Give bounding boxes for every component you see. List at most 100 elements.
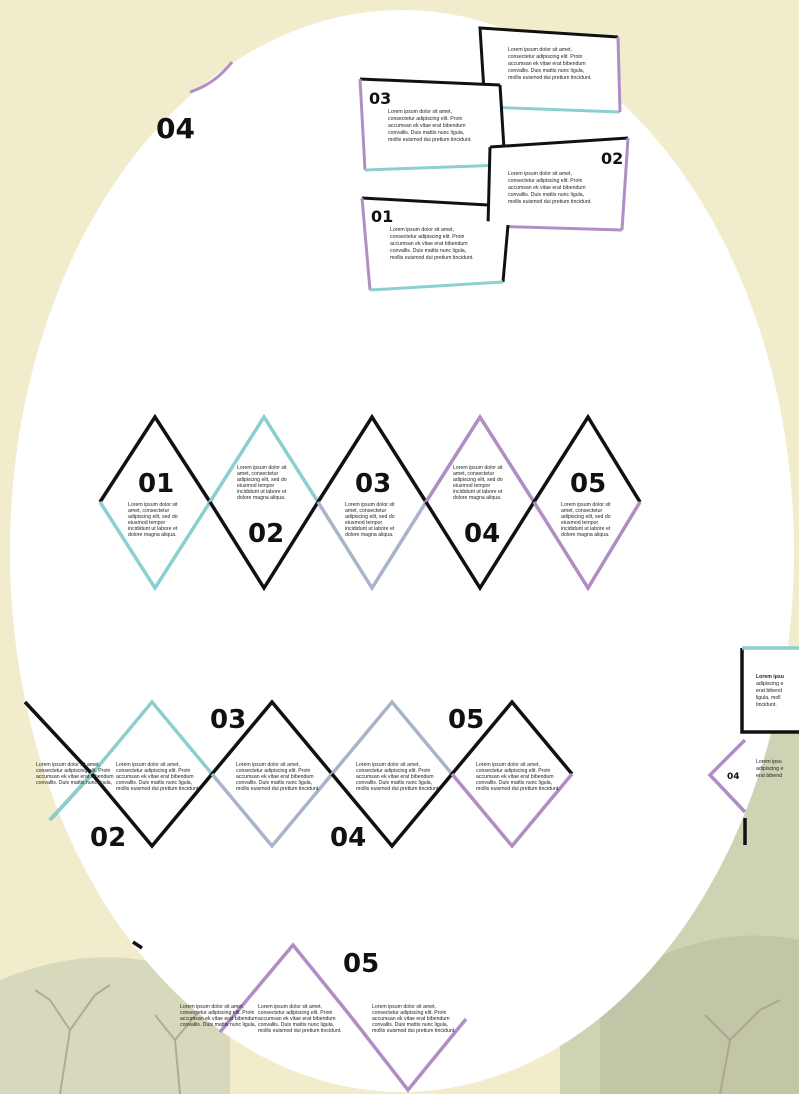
svg-text:Lorem ipsum dolor sit amet,: Lorem ipsum dolor sit amet,	[36, 762, 100, 768]
svg-text:convallis. Duis mattis nunc li: convallis. Duis mattis nunc ligula,	[356, 780, 432, 786]
svg-text:amet, consectetur: amet, consectetur	[453, 471, 495, 477]
row1-label-02: 02	[248, 519, 284, 549]
svg-text:consectetur adipiscing elit. P: consectetur adipiscing elit. Proin	[388, 116, 463, 122]
svg-text:incididunt ut labore et: incididunt ut labore et	[237, 489, 287, 495]
svg-text:consectetur adipiscing elit. P: consectetur adipiscing elit. Proin	[116, 768, 191, 774]
svg-text:04: 04	[727, 772, 740, 782]
svg-text:erat bibend: erat bibend	[756, 773, 782, 779]
row1-label-03: 03	[355, 469, 391, 499]
svg-text:accumsan ek vitae erat bibendu: accumsan ek vitae erat bibendum	[236, 774, 314, 780]
row1-texts: Lorem ipsum dolor sit amet, consectetur …	[128, 465, 611, 538]
oval-frame	[10, 10, 794, 1092]
svg-text:convallis. Duis mattis nunc li: convallis. Duis mattis nunc ligula,	[476, 780, 552, 786]
row1-label-05: 05	[570, 469, 606, 499]
card-01: 01 Lorem ipsum dolor sit amet, consectet…	[360, 196, 510, 292]
bottom-label-05: 05	[343, 949, 379, 979]
svg-text:mollis euismod dui pretium tin: mollis euismod dui pretium tincidunt.	[388, 137, 472, 143]
svg-text:incididunt ut labore et: incididunt ut labore et	[561, 526, 611, 532]
svg-text:accumsan ek vitae erat bibendu: accumsan ek vitae erat bibendum	[476, 774, 554, 780]
svg-text:Lorem ipsum dolor sit amet,: Lorem ipsum dolor sit amet,	[236, 762, 300, 768]
svg-text:adipiscing elit, sed do: adipiscing elit, sed do	[128, 514, 178, 520]
svg-text:incididunt ut labore et: incididunt ut labore et	[345, 526, 395, 532]
right-partial-graphic: Lorem ipsu adipiscing e erat bibend ligu…	[707, 646, 799, 845]
row1-label-01: 01	[138, 469, 174, 499]
svg-text:amet, consectetur: amet, consectetur	[345, 508, 387, 514]
svg-text:adipiscing elit, sed do: adipiscing elit, sed do	[453, 477, 503, 483]
bottom-partial	[132, 940, 468, 1093]
svg-text:accumsan ek vitae erat bibendu: accumsan ek vitae erat bibendum	[508, 61, 586, 67]
svg-text:convallis. Duis mattis nunc li: convallis. Duis mattis nunc ligula,	[508, 68, 584, 74]
svg-text:consectetur adipiscing elit. P: consectetur adipiscing elit. Proin	[180, 1010, 255, 1016]
svg-text:accumsan ek vitae erat bibendu: accumsan ek vitae erat bibendum	[36, 774, 114, 780]
svg-text:Lorem ipsum dolor sit amet,: Lorem ipsum dolor sit amet,	[116, 762, 180, 768]
svg-text:consectetur adipiscing elit. P: consectetur adipiscing elit. Proin	[356, 768, 431, 774]
svg-text:adipiscing elit, sed do: adipiscing elit, sed do	[237, 477, 287, 483]
svg-text:convallis. Duis mattis nunc li: convallis. Duis mattis nunc ligula,	[258, 1022, 334, 1028]
svg-text:convallis. Duis mattis nunc li: convallis. Duis mattis nunc ligula,	[388, 130, 464, 136]
svg-text:mollis euismod dui pretium tin: mollis euismod dui pretium tincidunt.	[356, 786, 440, 792]
svg-text:accumsan ek vitae erat bibendu: accumsan ek vitae erat bibendum	[388, 123, 466, 129]
svg-text:Lorem ipsum dolor sit amet,: Lorem ipsum dolor sit amet,	[476, 762, 540, 768]
svg-text:dolore magna aliqua.: dolore magna aliqua.	[128, 532, 176, 538]
partial-arc	[189, 61, 234, 94]
svg-text:Lorem ipsum dolor sit amet,: Lorem ipsum dolor sit amet,	[508, 171, 572, 177]
svg-text:Lorem ipsum dolor sit: Lorem ipsum dolor sit	[453, 465, 503, 471]
svg-text:mollis euismod dui pretium tin: mollis euismod dui pretium tincidunt.	[236, 786, 320, 792]
svg-text:Lorem ipsu: Lorem ipsu	[756, 674, 784, 680]
svg-text:convallis. Duis mattis nunc li: convallis. Duis mattis nunc ligula,	[116, 780, 192, 786]
svg-text:convallis. Duis mattis nunc li: convallis. Duis mattis nunc ligula,	[236, 780, 312, 786]
bottom-texts: Lorem ipsum dolor sit amet, consectetur …	[180, 1004, 456, 1034]
svg-text:consectetur adipiscing elit. P: consectetur adipiscing elit. Proin	[508, 178, 583, 184]
svg-text:consectetur adipiscing elit. P: consectetur adipiscing elit. Proin	[508, 54, 583, 60]
svg-text:consectetur adipiscing elit. P: consectetur adipiscing elit. Proin	[390, 234, 465, 240]
svg-text:amet, consectetur: amet, consectetur	[561, 508, 603, 514]
svg-text:dolore magna aliqua.: dolore magna aliqua.	[345, 532, 393, 538]
svg-text:convallis. Duis mattis nunc li: convallis. Duis mattis nunc ligula,	[390, 248, 466, 254]
row2-label-02: 02	[90, 823, 126, 853]
svg-text:adipiscing elit, sed do: adipiscing elit, sed do	[561, 514, 611, 520]
svg-text:incididunt ut labore et: incididunt ut labore et	[128, 526, 178, 532]
tree-silhouettes	[34, 984, 781, 1094]
svg-text:tincidunt.: tincidunt.	[756, 702, 777, 708]
svg-text:Lorem ipsum dolor sit amet,: Lorem ipsum dolor sit amet,	[390, 227, 454, 233]
row2-label-05: 05	[448, 705, 484, 735]
svg-text:consectetur adipiscing elit. P: consectetur adipiscing elit. Proin	[476, 768, 551, 774]
svg-text:amet, consectetur: amet, consectetur	[128, 508, 170, 514]
svg-text:Lorem ipsum dolor sit: Lorem ipsum dolor sit	[561, 502, 611, 508]
svg-text:convallis. Duis mattis nunc li: convallis. Duis mattis nunc ligula,	[372, 1022, 448, 1028]
svg-text:consectetur adipiscing elit. P: consectetur adipiscing elit. Proin	[36, 768, 111, 774]
svg-text:Lorem ipsum dolor sit: Lorem ipsum dolor sit	[237, 465, 287, 471]
svg-text:mollis euismod dui pretium tin: mollis euismod dui pretium tincidunt.	[476, 786, 560, 792]
svg-text:Lorem ipsum dolor sit: Lorem ipsum dolor sit	[345, 502, 395, 508]
svg-text:mollis euismod dui pretium tin: mollis euismod dui pretium tincidunt.	[508, 199, 592, 205]
svg-text:amet, consectetur: amet, consectetur	[237, 471, 279, 477]
svg-text:convallis. Duis mattis nunc li: convallis. Duis mattis nunc ligula,	[180, 1022, 256, 1028]
svg-text:mollis euismod dui pretium tin: mollis euismod dui pretium tincidunt.	[508, 75, 592, 81]
svg-text:accumsan ek vitae erat bibendu: accumsan ek vitae erat bibendum	[258, 1016, 336, 1022]
svg-text:Lorem ipsum dolor sit amet,: Lorem ipsum dolor sit amet,	[180, 1004, 244, 1010]
svg-text:convallis. Duis mattis nunc li: convallis. Duis mattis nunc ligula,	[36, 780, 112, 786]
svg-text:accumsan ek vitae erat bibendu: accumsan ek vitae erat bibendum	[116, 774, 194, 780]
svg-text:Lorem ipsum dolor sit amet,: Lorem ipsum dolor sit amet,	[388, 109, 452, 115]
svg-text:accumsan ek vitae erat bibendu: accumsan ek vitae erat bibendum	[390, 241, 468, 247]
svg-text:eiusmod tempor: eiusmod tempor	[345, 520, 382, 526]
svg-text:eiusmod tempor: eiusmod tempor	[453, 483, 490, 489]
row2-label-04: 04	[330, 823, 366, 853]
card-02: 02 Lorem ipsum dolor sit amet, consectet…	[486, 136, 630, 232]
topleft-label: 04	[156, 112, 195, 145]
svg-text:mollis euismod dui pretium tin: mollis euismod dui pretium tincidunt.	[258, 1028, 342, 1034]
svg-text:dolore magna aliqua.: dolore magna aliqua.	[237, 495, 285, 501]
svg-text:dolore magna aliqua.: dolore magna aliqua.	[561, 532, 609, 538]
svg-text:consectetur adipiscing elit. P: consectetur adipiscing elit. Proin	[372, 1010, 447, 1016]
diamond-row-2	[23, 699, 574, 849]
card-label: 03	[369, 89, 391, 108]
svg-text:mollis euismod dui pretium tin: mollis euismod dui pretium tincidunt.	[116, 786, 200, 792]
svg-text:mollis euismod dui pretium tin: mollis euismod dui pretium tincidunt.	[372, 1028, 456, 1034]
svg-text:dolore magna aliqua.: dolore magna aliqua.	[453, 495, 501, 501]
card-03: 03 Lorem ipsum dolor sit amet, consectet…	[358, 77, 507, 172]
svg-text:Lorem ipsum dolor sit amet,: Lorem ipsum dolor sit amet,	[508, 47, 572, 53]
svg-text:eiusmod tempor: eiusmod tempor	[561, 520, 598, 526]
svg-text:mollis euismod dui pretium tin: mollis euismod dui pretium tincidunt.	[390, 255, 474, 261]
